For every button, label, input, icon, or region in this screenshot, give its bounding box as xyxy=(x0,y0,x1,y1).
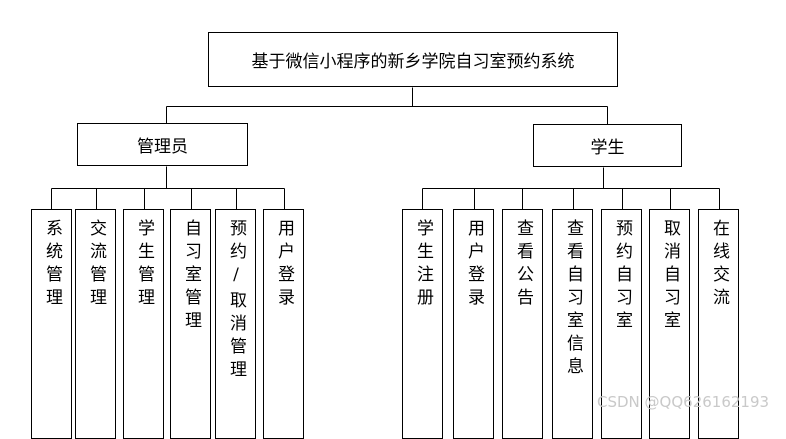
admin-item-box: 交流管理 xyxy=(75,209,116,439)
student-item-box: 用户登录 xyxy=(453,209,494,439)
student-item-label: 查看公告 xyxy=(513,219,533,311)
student-item-box: 查看自习室信息 xyxy=(552,209,593,439)
admin-item-label: 用户登录 xyxy=(274,219,294,311)
system-structure-diagram: 基于微信小程序的新乡学院自习室预约系统 管理员 学生 系统管理 交流管理 学生管… xyxy=(31,32,770,439)
student-item-label: 学生注册 xyxy=(413,219,433,311)
admin-item-label: 自习室管理 xyxy=(181,219,201,334)
category-admin-box: 管理员 xyxy=(77,123,248,166)
system-title-box: 基于微信小程序的新乡学院自习室预约系统 xyxy=(208,32,618,87)
student-item-label: 查看自习室信息 xyxy=(563,219,583,380)
category-student-box: 学生 xyxy=(533,124,682,167)
student-item-box: 学生注册 xyxy=(402,209,443,439)
watermark-text: CSDN @QQ626162193 xyxy=(597,393,770,411)
admin-item-box: 学生管理 xyxy=(123,209,164,439)
admin-item-box: 系统管理 xyxy=(31,209,72,439)
student-item-box: 在线交流 xyxy=(698,209,739,439)
admin-item-label: 系统管理 xyxy=(42,219,62,311)
category-admin-label: 管理员 xyxy=(137,137,188,157)
student-item-box: 预约自习室 xyxy=(601,209,642,439)
admin-item-box: 自习室管理 xyxy=(170,209,211,439)
student-item-label: 用户登录 xyxy=(464,219,484,311)
category-student-label: 学生 xyxy=(590,138,625,158)
student-item-label: 预约自习室 xyxy=(612,219,632,334)
student-item-box: 查看公告 xyxy=(502,209,543,439)
student-item-label: 在线交流 xyxy=(709,219,729,311)
admin-item-label: 预约/取消管理 xyxy=(226,219,246,383)
connector-lines xyxy=(51,87,720,210)
admin-item-box: 用户登录 xyxy=(263,209,304,439)
admin-item-box: 预约/取消管理 xyxy=(215,209,256,439)
admin-item-label: 学生管理 xyxy=(134,219,154,311)
student-item-label: 取消自习室 xyxy=(660,219,680,334)
admin-item-label: 交流管理 xyxy=(86,219,106,311)
system-title: 基于微信小程序的新乡学院自习室预约系统 xyxy=(251,52,575,72)
student-item-box: 取消自习室 xyxy=(649,209,690,439)
